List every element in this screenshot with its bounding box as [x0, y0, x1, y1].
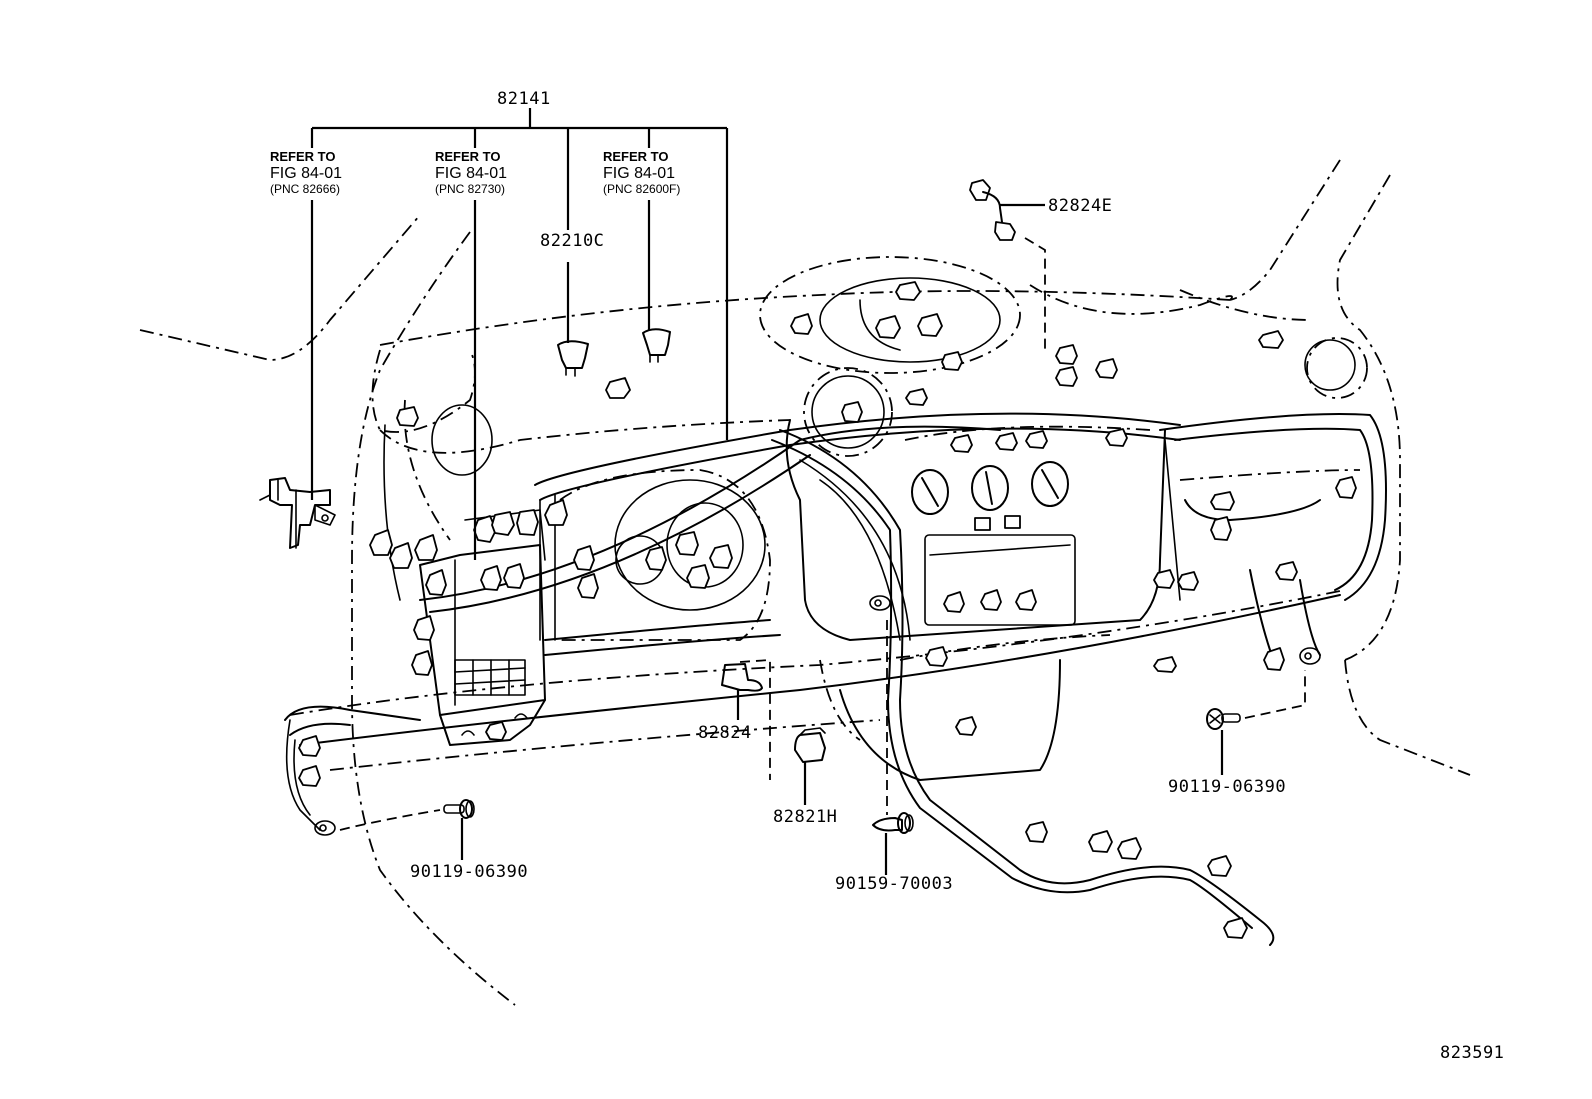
connector [369, 529, 393, 556]
connector [895, 281, 921, 301]
connector [675, 531, 699, 556]
label-ref-1-line2: FIG 84-01 [270, 165, 342, 182]
switch-82210c [557, 340, 589, 369]
connector [790, 313, 813, 335]
label-ref-2-line3: (PNC 82730) [435, 182, 505, 196]
label-ref-3-line1: REFER TO [603, 149, 669, 164]
connector [1275, 561, 1298, 581]
connector [1088, 830, 1113, 853]
label-bolt-left: 90119-06390 [410, 862, 528, 882]
connector [573, 545, 595, 571]
connector [605, 377, 631, 399]
connector [1015, 589, 1037, 611]
connector [941, 351, 963, 371]
harness-82824e [969, 179, 1046, 350]
labels: 82141 REFER TO FIG 84-01 (PNC 82666) REF… [270, 89, 1504, 1063]
connector [503, 563, 525, 589]
connector [709, 544, 733, 569]
connector [1095, 358, 1118, 379]
connector [480, 565, 502, 591]
connector [1105, 428, 1128, 447]
connector [917, 313, 943, 337]
connector [995, 432, 1018, 451]
connector [905, 388, 928, 406]
connector [1258, 330, 1284, 349]
connectors [298, 281, 1357, 939]
screw-center [872, 812, 914, 834]
bolt-left [443, 799, 475, 819]
fasteners [339, 620, 1306, 834]
connector [1177, 571, 1199, 591]
connector [1153, 569, 1175, 589]
connector [425, 569, 447, 596]
connector [645, 546, 667, 571]
connector [544, 499, 568, 526]
connector [875, 315, 901, 339]
ground-terminals [314, 595, 1321, 836]
connector [1210, 516, 1232, 541]
label-screw-center: 90159-70003 [835, 874, 953, 894]
connector [686, 564, 710, 589]
connector [1025, 430, 1048, 449]
connector [1210, 491, 1235, 511]
label-ref-2-line2: FIG 84-01 [435, 165, 507, 182]
bolt-right [1206, 708, 1241, 730]
label-ref-1-line3: (PNC 82666) [270, 182, 340, 196]
label-figure-number: 823591 [1440, 1043, 1504, 1063]
connector [298, 735, 321, 757]
switch-82600f [642, 328, 671, 356]
connector [950, 434, 973, 453]
connector [980, 589, 1002, 611]
connector [974, 517, 991, 531]
connector [841, 401, 863, 423]
label-bolt-right: 90119-06390 [1168, 777, 1286, 797]
connector [1153, 656, 1177, 673]
connector [943, 591, 965, 613]
connector [925, 646, 948, 667]
connector [414, 534, 438, 561]
connector [1263, 647, 1285, 671]
connector [1055, 344, 1078, 365]
connector [413, 615, 435, 641]
connector [1004, 515, 1021, 529]
connector [955, 716, 977, 736]
connector [1207, 855, 1232, 877]
label-82210c: 82210C [540, 231, 604, 251]
label-ref-3-line3: (PNC 82600F) [603, 182, 680, 196]
connector [1223, 917, 1248, 939]
label-82821h: 82821H [773, 807, 837, 827]
vehicle-body-outline [139, 159, 1471, 1006]
connector [396, 406, 419, 427]
label-main-part: 82141 [497, 89, 551, 109]
connector [516, 509, 539, 536]
connector [491, 511, 515, 536]
connector [485, 721, 507, 741]
label-ref-2-line1: REFER TO [435, 149, 501, 164]
relay-bracket-part [259, 477, 336, 549]
connector [389, 542, 413, 569]
connector [1025, 821, 1048, 843]
connector [411, 650, 433, 676]
label-ref-3-line2: FIG 84-01 [603, 165, 675, 182]
connector [1117, 837, 1142, 860]
switch-parts [557, 328, 671, 377]
label-ref-1-line1: REFER TO [270, 149, 336, 164]
connector [1055, 366, 1078, 387]
connector [1335, 476, 1357, 499]
label-82824e: 82824E [1048, 196, 1112, 216]
junction-block [419, 509, 546, 746]
label-82824: 82824 [698, 723, 752, 743]
leader-lines [310, 108, 1224, 875]
parts-82824-82821h [721, 659, 826, 780]
connector [298, 765, 321, 787]
connector [577, 573, 599, 599]
